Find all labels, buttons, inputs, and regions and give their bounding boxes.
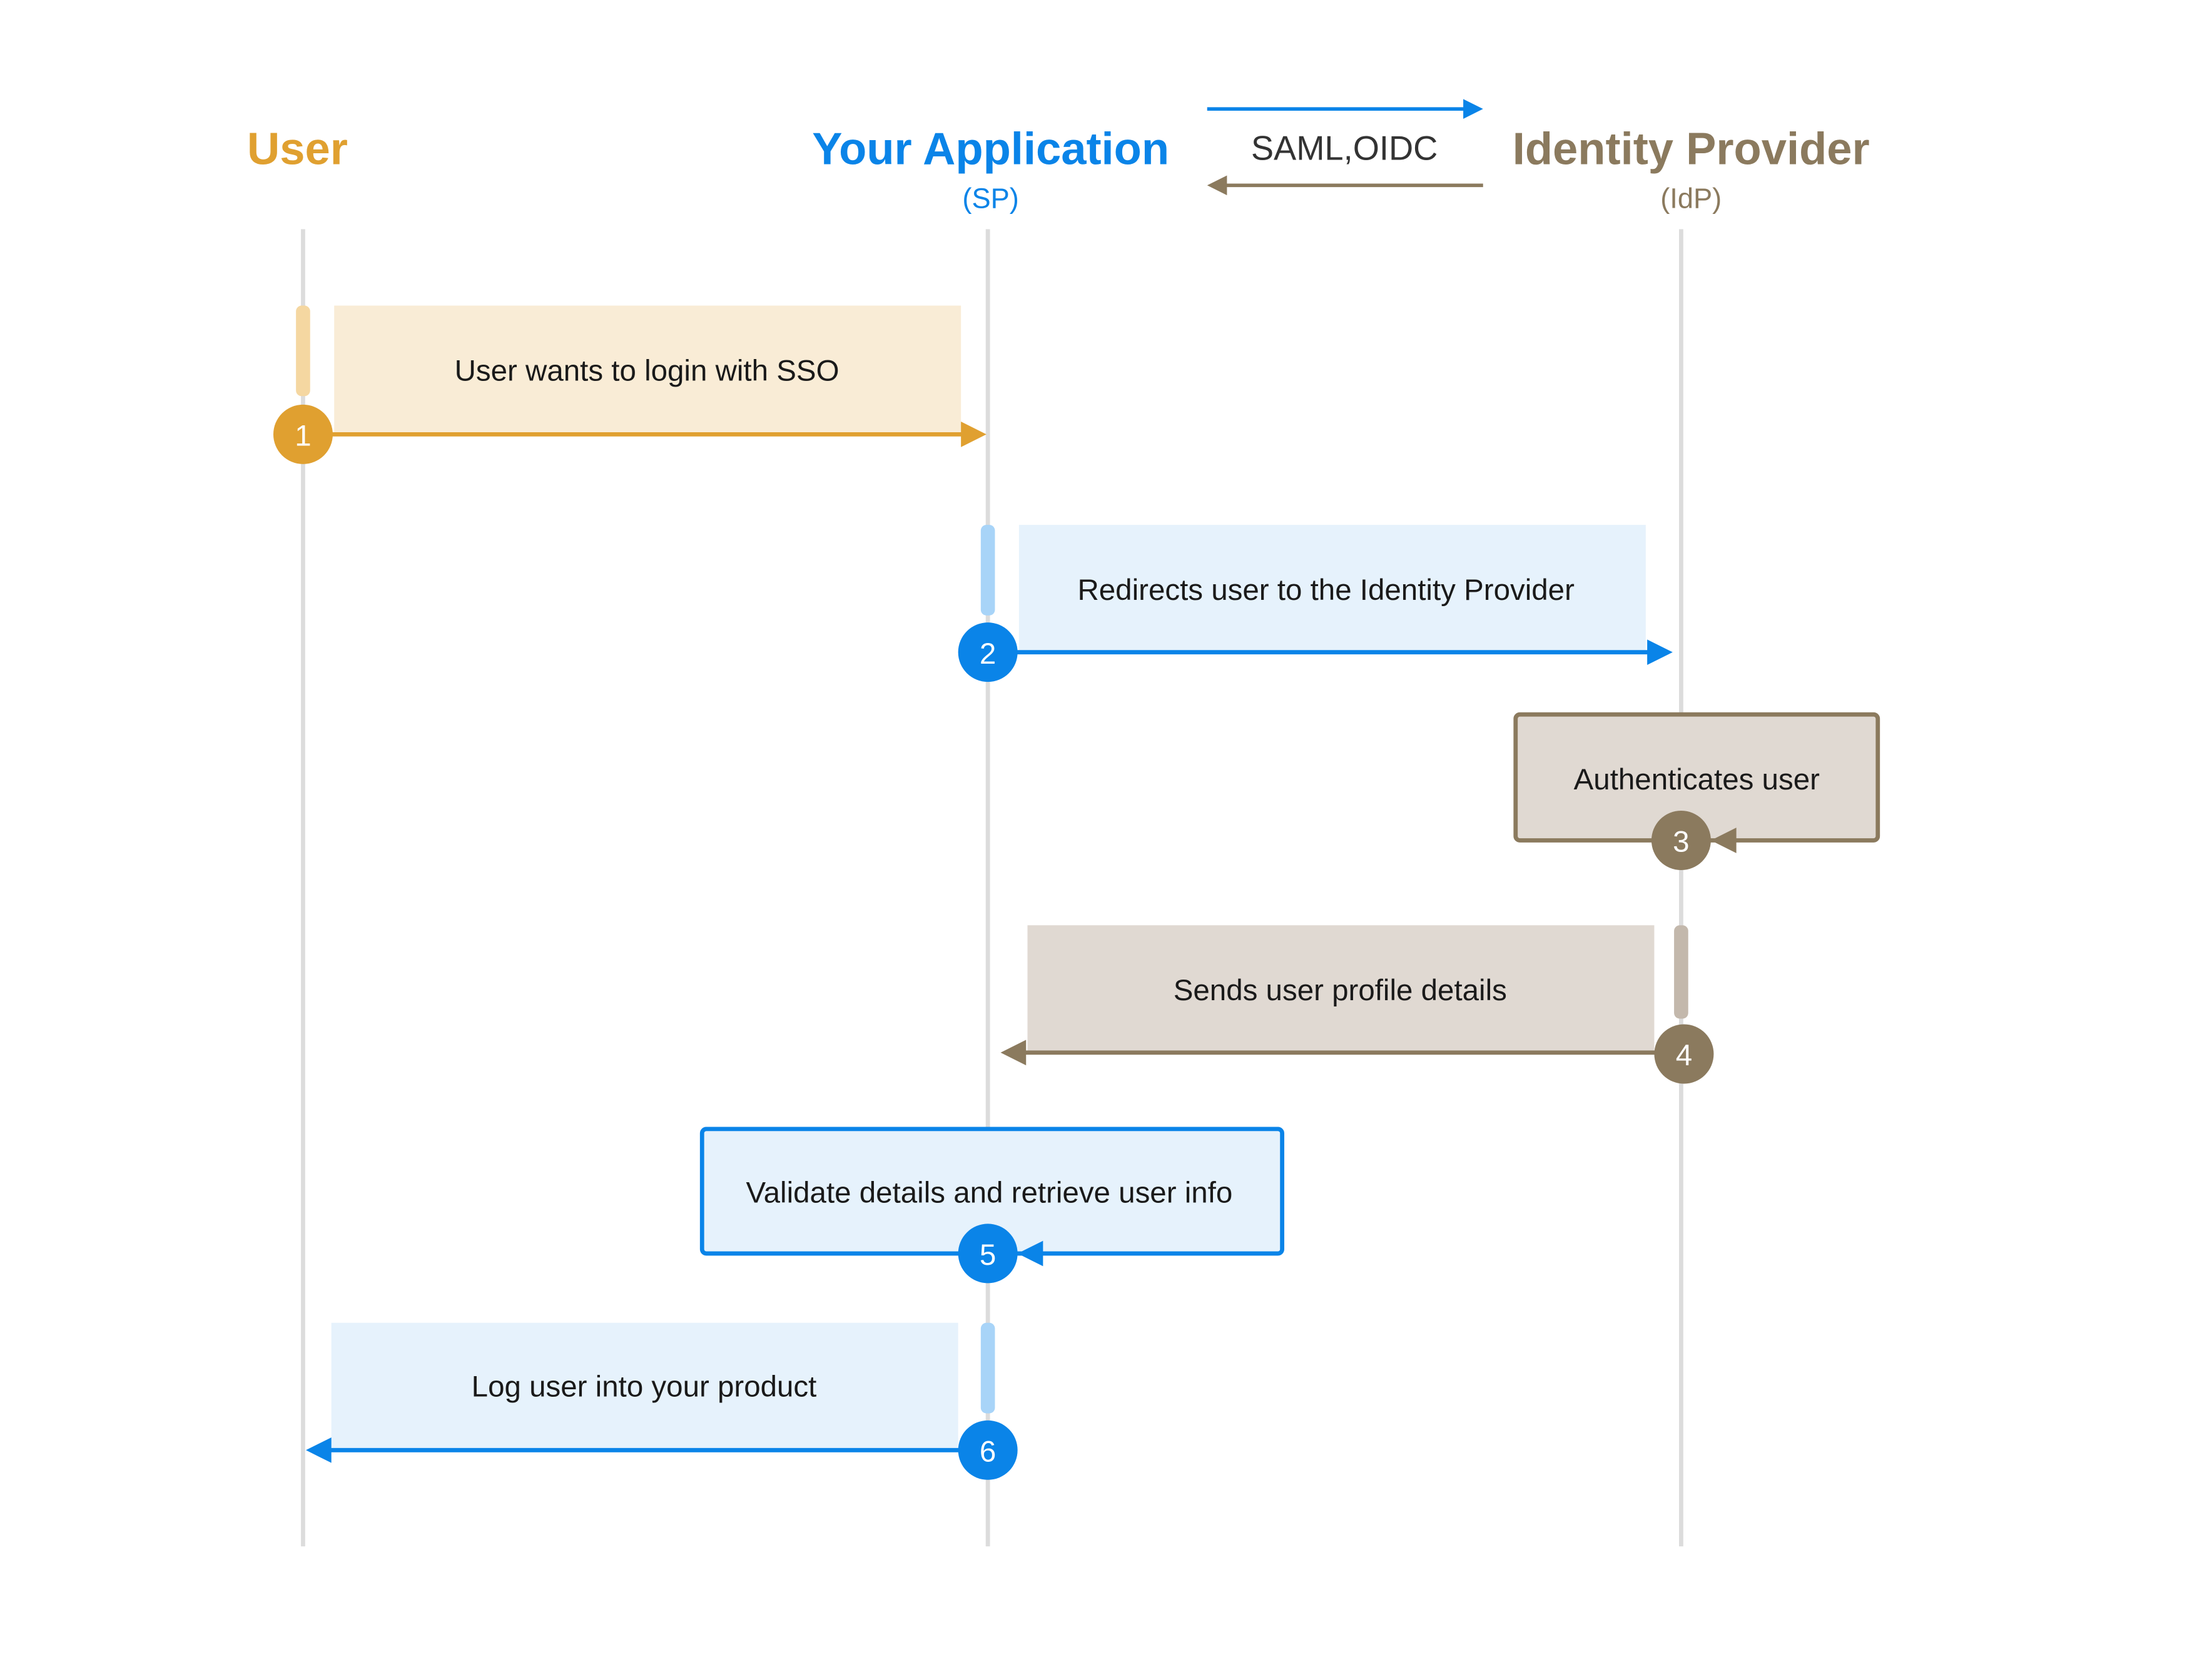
step-5-number: 5 (980, 1239, 996, 1272)
participant-sp: Your Application (812, 123, 1169, 174)
step-6-arrowhead (305, 1437, 332, 1463)
step-6-badge (958, 1420, 1018, 1480)
participant-sp-sub: (SP) (962, 182, 1018, 214)
step-2: Redirects user to the Identity Provider … (958, 525, 1673, 682)
step-6: Log user into your product 6 (305, 1322, 1018, 1480)
step-5: Validate details and retrieve user info … (699, 1127, 1284, 1284)
step-4-activation-bar (1674, 925, 1688, 1019)
step-1-number: 1 (295, 419, 311, 452)
step-6-box (331, 1322, 958, 1451)
step-1: User wants to login with SSO 1 (273, 305, 987, 464)
step-3-label: Authenticates user (1574, 763, 1820, 796)
step-5-label: Validate details and retrieve user info (746, 1176, 1233, 1209)
step-4-number: 4 (1676, 1039, 1692, 1072)
step-4-label: Sends user profile details (1174, 974, 1507, 1007)
step-2-label: Redirects user to the Identity Provider (1077, 574, 1575, 607)
step-4-badge (1654, 1024, 1714, 1084)
participant-user: User (247, 123, 348, 174)
step-1-badge (273, 404, 333, 464)
step-2-badge (958, 622, 1018, 682)
step-2-arrowhead (1647, 639, 1673, 666)
step-1-activation-bar (296, 305, 310, 397)
step-4: Sends user profile details 4 (1000, 925, 1714, 1084)
step-2-box (1018, 525, 1646, 652)
step-4-box (1027, 925, 1655, 1053)
step-6-number: 6 (980, 1435, 996, 1468)
participant-idp: Identity Provider (1513, 123, 1870, 174)
step-5-arrowhead (1017, 1240, 1043, 1267)
protocol-arrowhead-left (1207, 175, 1227, 196)
step-1-box (334, 305, 961, 433)
step-4-arrowhead (1000, 1040, 1027, 1066)
step-5-badge (958, 1224, 1018, 1284)
step-2-number: 2 (980, 637, 996, 671)
protocol-label: SAML,OIDC (1251, 129, 1438, 168)
step-6-activation-bar (980, 1322, 995, 1414)
protocol-arrowhead-right (1463, 99, 1483, 119)
protocol-legend: SAML,OIDC (1207, 99, 1483, 196)
step-3: Authenticates user 3 (1513, 712, 1880, 870)
step-2-activation-bar (980, 525, 995, 616)
step-3-number: 3 (1673, 826, 1689, 859)
participant-idp-sub: (IdP) (1660, 182, 1722, 214)
step-6-label: Log user into your product (472, 1370, 817, 1403)
step-1-label: User wants to login with SSO (455, 354, 840, 387)
step-1-arrowhead (961, 422, 987, 447)
step-3-arrowhead (1710, 828, 1737, 853)
step-3-badge (1651, 810, 1711, 870)
